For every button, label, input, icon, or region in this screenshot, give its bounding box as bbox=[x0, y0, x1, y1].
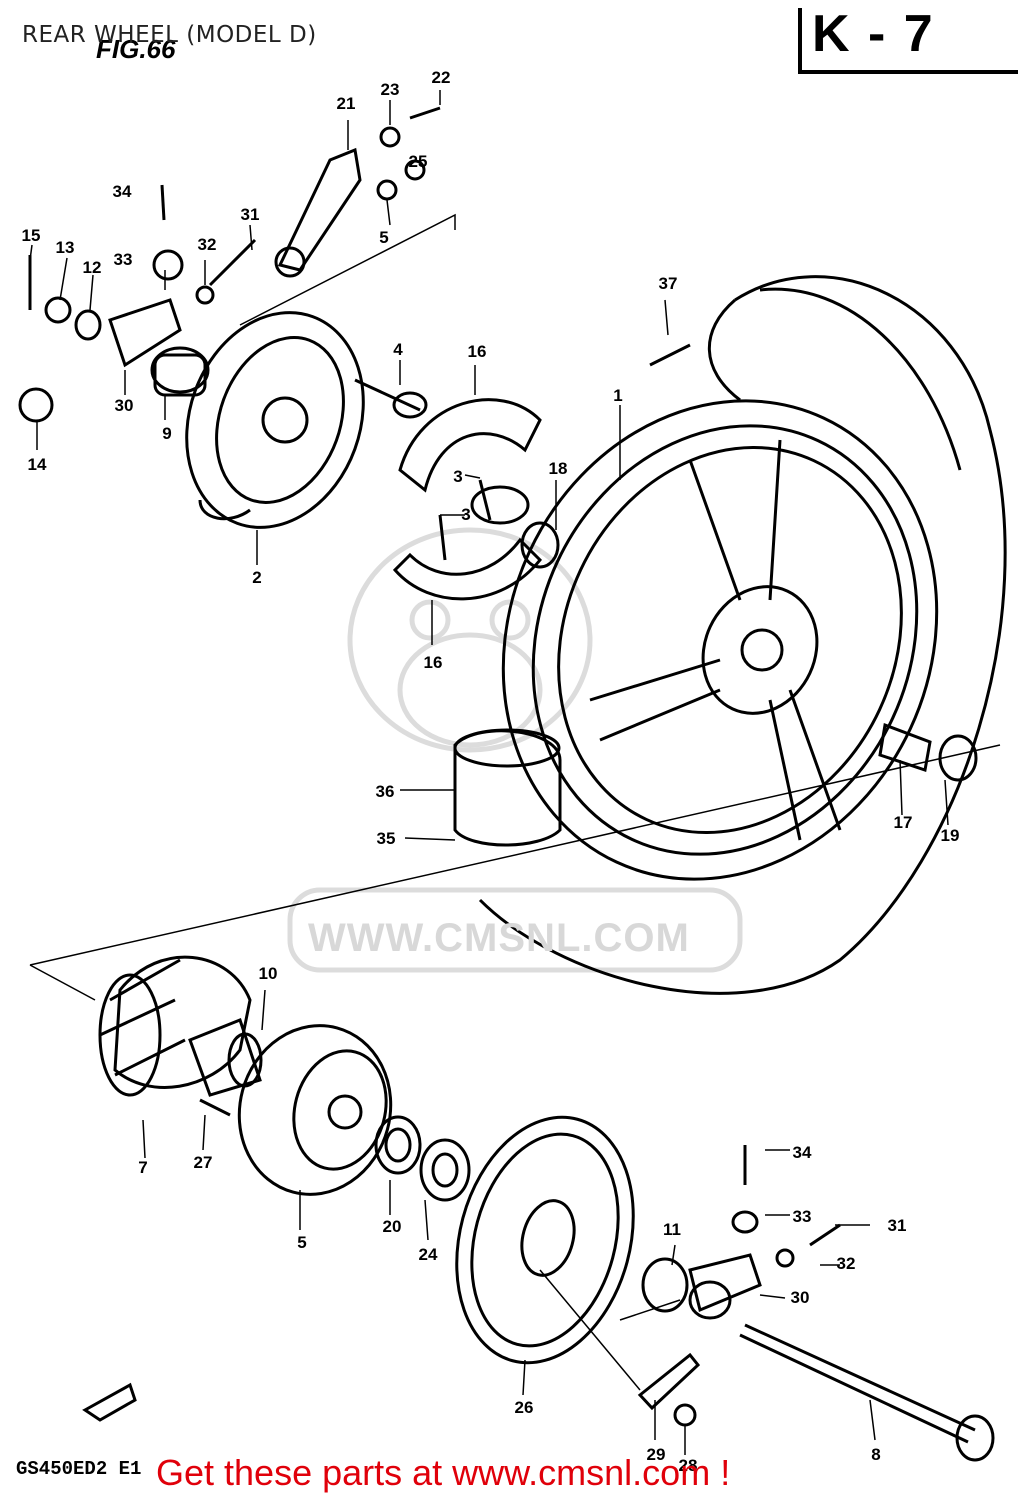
callout-17[interactable]: 17 bbox=[893, 813, 913, 832]
tire-section bbox=[453, 728, 562, 847]
callout-15[interactable]: 15 bbox=[21, 226, 41, 245]
callout-35[interactable]: 35 bbox=[376, 829, 396, 848]
model-code: GS450ED2 E1 bbox=[16, 1458, 142, 1480]
callout-37[interactable]: 37 bbox=[658, 274, 678, 293]
watermark-mascot bbox=[287, 527, 743, 973]
callout-14[interactable]: 14 bbox=[27, 455, 47, 474]
rear-sprocket bbox=[455, 1115, 635, 1365]
callout-3b[interactable]: 3 bbox=[461, 505, 471, 524]
callout-11[interactable]: 11 bbox=[663, 1220, 681, 1239]
callout-34a[interactable]: 34 bbox=[112, 182, 132, 201]
chain-adjuster-left bbox=[108, 298, 210, 397]
callout-2[interactable]: 2 bbox=[252, 568, 262, 587]
cush-drive-damper bbox=[98, 955, 252, 1097]
page-title: REAR WHEEL (MODEL D) bbox=[22, 22, 317, 48]
section-box bbox=[798, 8, 1018, 74]
callout-22[interactable]: 22 bbox=[431, 68, 451, 87]
callout-5a[interactable]: 5 bbox=[379, 228, 389, 247]
callout-3a[interactable]: 3 bbox=[453, 467, 463, 486]
callout-31b[interactable]: 31 bbox=[887, 1216, 907, 1235]
small-fasteners-top bbox=[18, 106, 691, 569]
leader-lines bbox=[29, 90, 1001, 1455]
callout-21[interactable]: 21 bbox=[336, 94, 356, 113]
brake-panel bbox=[185, 311, 365, 529]
figure-label: FIG.66 bbox=[96, 34, 176, 64]
chain-tensioner bbox=[637, 1352, 701, 1427]
front-direction-arrow bbox=[82, 1382, 137, 1422]
rear-tire bbox=[478, 275, 1007, 995]
brake-disc bbox=[237, 1024, 393, 1196]
brake-cam-lever bbox=[274, 147, 362, 278]
rear-axle bbox=[739, 1323, 995, 1462]
callout-9[interactable]: 9 bbox=[162, 424, 172, 443]
wheel-bearings bbox=[374, 1115, 471, 1202]
callout-20[interactable]: 20 bbox=[382, 1217, 402, 1236]
callout-16b[interactable]: 16 bbox=[423, 653, 443, 672]
callout-24[interactable]: 24 bbox=[418, 1245, 438, 1264]
callout-36[interactable]: 36 bbox=[375, 782, 395, 801]
callout-32b[interactable]: 32 bbox=[836, 1254, 856, 1273]
callout-32a[interactable]: 32 bbox=[197, 235, 217, 254]
brake-shoes bbox=[392, 398, 543, 601]
callout-12[interactable]: 12 bbox=[82, 258, 102, 277]
callout-5b[interactable]: 5 bbox=[297, 1233, 307, 1252]
callout-8[interactable]: 8 bbox=[871, 1445, 881, 1464]
sprocket-hub bbox=[188, 1018, 263, 1117]
callout-1[interactable]: 1 bbox=[613, 386, 623, 405]
parts-shop-link[interactable]: Get these parts at www.cmsnl.com ! bbox=[156, 1452, 731, 1493]
callout-30b[interactable]: 30 bbox=[790, 1288, 810, 1307]
callout-31a[interactable]: 31 bbox=[240, 205, 260, 224]
callout-7[interactable]: 7 bbox=[138, 1158, 148, 1177]
callout-28[interactable]: 28 bbox=[678, 1456, 698, 1475]
callout-27[interactable]: 27 bbox=[193, 1153, 213, 1172]
callout-13[interactable]: 13 bbox=[55, 238, 75, 257]
rear-rim bbox=[501, 399, 939, 881]
callout-19[interactable]: 19 bbox=[940, 826, 960, 845]
callout-29[interactable]: 29 bbox=[646, 1445, 666, 1464]
callout-18[interactable]: 18 bbox=[548, 459, 568, 478]
callout-10[interactable]: 10 bbox=[258, 964, 278, 983]
watermark-text: WWW.CMSNL.COM bbox=[308, 916, 690, 960]
callout-33a[interactable]: 33 bbox=[113, 250, 133, 269]
callout-34b[interactable]: 34 bbox=[792, 1143, 812, 1162]
section-code: K - 7 bbox=[812, 5, 935, 63]
callout-33b[interactable]: 33 bbox=[792, 1207, 812, 1226]
callout-26[interactable]: 26 bbox=[514, 1398, 534, 1417]
callout-25[interactable]: 25 bbox=[408, 152, 428, 171]
callout-4[interactable]: 4 bbox=[393, 340, 403, 359]
callout-23[interactable]: 23 bbox=[380, 80, 400, 99]
axle-spacer-right bbox=[878, 722, 978, 782]
callout-16a[interactable]: 16 bbox=[467, 342, 487, 361]
chain-adjuster-right bbox=[641, 1145, 841, 1320]
callout-30a[interactable]: 30 bbox=[114, 396, 134, 415]
